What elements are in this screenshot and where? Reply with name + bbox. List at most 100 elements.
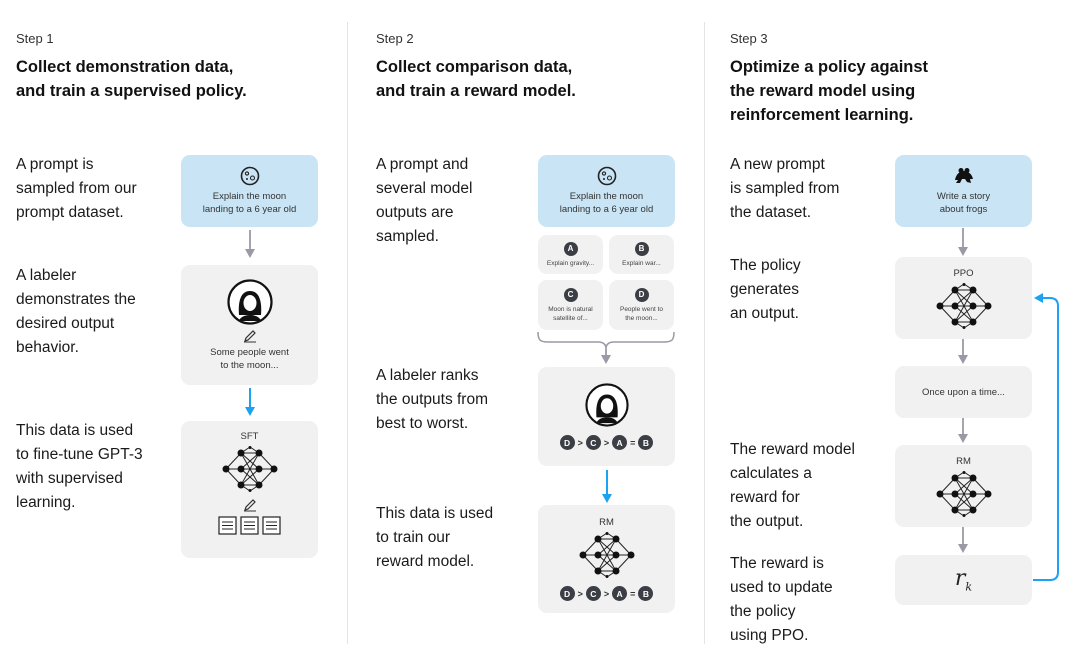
description-line: calculates a bbox=[730, 465, 812, 482]
rank-badge: C bbox=[585, 586, 601, 601]
prompt-text-line: Write a story bbox=[936, 191, 991, 202]
rank-badge: C bbox=[585, 435, 601, 450]
description-line: A prompt is bbox=[16, 156, 94, 173]
policy-label: PPO bbox=[953, 267, 974, 279]
training-arrow bbox=[245, 388, 255, 416]
prompt-text-line: landing to a 6 year old bbox=[202, 204, 297, 215]
rank-badge: A bbox=[612, 435, 628, 450]
rank-operator: > bbox=[577, 437, 583, 448]
reward-symbol: r bbox=[954, 566, 966, 592]
step-1-sft-box: SFT bbox=[181, 421, 318, 558]
output-badge: C bbox=[563, 287, 578, 302]
description-line: demonstrates the bbox=[16, 291, 136, 308]
frog-icon bbox=[954, 168, 973, 183]
neural-network-icon bbox=[936, 282, 991, 329]
description-line: to train our bbox=[376, 529, 451, 546]
step-3-reward-box: rk bbox=[895, 555, 1032, 605]
generated-output-text: Once upon a time... bbox=[922, 386, 1005, 398]
rank-badge: D bbox=[559, 586, 575, 601]
model-label: SFT bbox=[240, 431, 259, 442]
demo-text-line: Some people went bbox=[210, 346, 289, 358]
moon-icon bbox=[240, 166, 259, 186]
flow-arrow bbox=[245, 230, 255, 258]
step-3-description-prompt: A new prompt is sampled from the dataset… bbox=[730, 153, 839, 225]
step-2-prompt-box: Explain the moon landing to a 6 year old bbox=[538, 155, 675, 227]
step-2-description-ranking: A labeler ranks the outputs from best to… bbox=[376, 364, 488, 436]
description-line: the output. bbox=[730, 513, 804, 530]
documents-group bbox=[218, 516, 281, 535]
document-icon bbox=[262, 516, 281, 535]
feedback-loop-arrow bbox=[1033, 293, 1059, 581]
model-label: RM bbox=[599, 517, 614, 528]
prompt-text-line: Explain the moon bbox=[212, 191, 287, 202]
heading-line: and train a reward model. bbox=[376, 82, 576, 100]
step-3-prompt-box: Write a story about frogs bbox=[895, 155, 1032, 227]
description-line: with supervised bbox=[16, 470, 123, 487]
output-card-a: A Explain gravity... bbox=[538, 235, 603, 274]
pencil-icon bbox=[243, 329, 256, 342]
rank-operator: > bbox=[577, 588, 583, 599]
neural-network-icon bbox=[579, 532, 634, 578]
description-line: sampled. bbox=[376, 228, 439, 245]
training-arrow bbox=[602, 470, 612, 503]
rank-operator: > bbox=[603, 588, 610, 599]
rank-operator: = bbox=[630, 588, 636, 599]
flow-arrow bbox=[958, 527, 968, 553]
column-divider bbox=[704, 22, 705, 644]
step-3-label: Step 3 bbox=[730, 31, 768, 46]
labeler-avatar-icon bbox=[226, 278, 273, 325]
step-1-prompt-box: Explain the moon landing to a 6 year old bbox=[181, 155, 318, 227]
step-1-description-prompt: A prompt is sampled from our prompt data… bbox=[16, 153, 137, 225]
description-line: A labeler bbox=[16, 267, 77, 284]
step-2-ranking-box: D > C > A = B bbox=[538, 367, 675, 466]
output-text-line: Moon is natural bbox=[548, 305, 593, 313]
description-line: A labeler ranks bbox=[376, 367, 479, 384]
description-line: is sampled from bbox=[730, 180, 840, 197]
description-line: A prompt and bbox=[376, 156, 469, 173]
step-2-label: Step 2 bbox=[376, 31, 414, 46]
heading-line: and train a supervised policy. bbox=[16, 82, 247, 100]
step-3-description-update: The reward is used to update the policy … bbox=[730, 552, 833, 648]
output-badge: B bbox=[634, 241, 649, 256]
description-line: to fine-tune GPT-3 bbox=[16, 446, 143, 463]
rank-badge: B bbox=[638, 435, 654, 450]
heading-line: Collect demonstration data, bbox=[16, 58, 234, 76]
output-badge: D bbox=[634, 287, 649, 302]
step-3-description-policy: The policy generates an output. bbox=[730, 254, 801, 326]
step-3-description-reward-model: The reward model calculates a reward for… bbox=[730, 438, 855, 534]
prompt-text-line: about frogs bbox=[939, 204, 988, 215]
description-line: reward for bbox=[730, 489, 800, 506]
step-1-description-finetune: This data is used to fine-tune GPT-3 wit… bbox=[16, 419, 143, 515]
rank-badge: A bbox=[612, 586, 628, 601]
output-text-line: the moon... bbox=[625, 314, 658, 322]
pencil-icon bbox=[243, 499, 256, 512]
prompt-text-line: Explain the moon bbox=[569, 191, 644, 202]
description-line: the dataset. bbox=[730, 204, 812, 221]
heading-line: the reward model using bbox=[730, 82, 916, 100]
description-line: The policy bbox=[730, 257, 801, 274]
rank-operator: = bbox=[630, 437, 636, 448]
step-3-output-box: Once upon a time... bbox=[895, 366, 1032, 418]
step-1-heading: Collect demonstration data, and train a … bbox=[16, 55, 247, 103]
description-line: This data is used bbox=[376, 505, 494, 522]
step-2-description-train: This data is used to train our reward mo… bbox=[376, 502, 493, 574]
description-line: The reward model bbox=[730, 441, 855, 458]
rank-operator: > bbox=[603, 437, 610, 448]
column-divider bbox=[347, 22, 348, 644]
ranking-row: D > C > A = B bbox=[559, 435, 654, 450]
heading-line: Collect comparison data, bbox=[376, 58, 573, 76]
flow-arrow bbox=[958, 228, 968, 256]
step-3-rm-box: RM bbox=[895, 445, 1032, 527]
output-text-line: satellite of... bbox=[553, 314, 588, 322]
step-2-heading: Collect comparison data, and train a rew… bbox=[376, 55, 576, 103]
description-line: The reward is bbox=[730, 555, 824, 572]
step-1-description-labeler: A labeler demonstrates the desired outpu… bbox=[16, 264, 136, 360]
description-line: prompt dataset. bbox=[16, 204, 124, 221]
description-line: behavior. bbox=[16, 339, 79, 356]
step-2-description-outputs: A prompt and several model outputs are s… bbox=[376, 153, 473, 249]
neural-network-icon bbox=[222, 446, 277, 492]
description-line: outputs are bbox=[376, 204, 454, 221]
step-1-labeler-box: Some people went to the moon... bbox=[181, 265, 318, 385]
document-icon bbox=[240, 516, 259, 535]
description-line: used to update bbox=[730, 579, 833, 596]
